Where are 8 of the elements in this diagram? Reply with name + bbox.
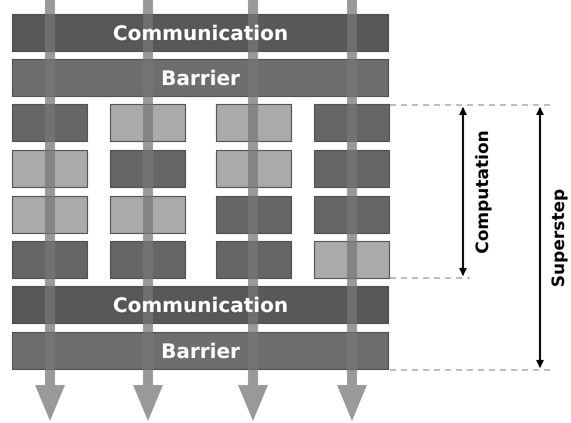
phase-label: Barrier xyxy=(161,66,240,90)
dimension-label: Superstep xyxy=(549,188,569,288)
dimension-label: Computation xyxy=(473,130,493,254)
phase-label: Communication xyxy=(112,293,288,317)
phase-bar xyxy=(12,286,389,324)
phase-label: Communication xyxy=(112,21,288,45)
phase-bar xyxy=(12,14,389,52)
phase-label: Barrier xyxy=(161,339,240,363)
